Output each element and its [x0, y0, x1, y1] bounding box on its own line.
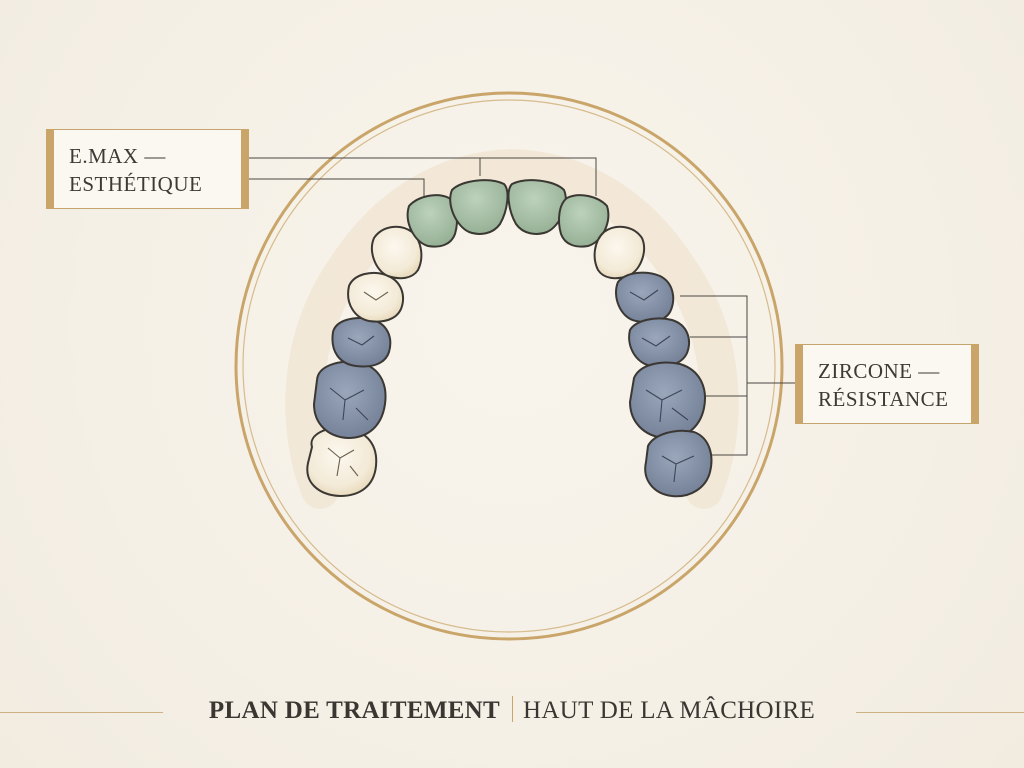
tooth-right-molar-1[interactable] — [313, 360, 387, 439]
tooth-left-molar-2[interactable] — [644, 429, 713, 498]
footer-title-bold: PLAN DE TRAITEMENT — [208, 697, 501, 724]
zircone-label-line1: ZIRCONE — — [818, 359, 940, 383]
tooth-right-central-incisor[interactable] — [449, 179, 509, 235]
zircone-label-line2: RÉSISTANCE — [818, 387, 949, 411]
tooth-right-canine[interactable] — [370, 225, 423, 280]
tooth-right-premolar-1[interactable] — [347, 271, 405, 323]
zircone-connector-lines — [680, 295, 795, 456]
tooth-left-canine[interactable] — [593, 225, 646, 280]
tooth-left-molar-1[interactable] — [629, 361, 706, 440]
tooth-left-premolar-2[interactable] — [628, 317, 691, 368]
footer-rule-left — [0, 712, 163, 713]
footer-title: PLAN DE TRAITEMENT HAUT DE LA MÂCHOIRE — [0, 696, 1024, 725]
emax-label-line1: E.MAX — — [69, 144, 166, 168]
tooth-right-lateral-incisor[interactable] — [406, 194, 458, 248]
emax-label: E.MAX — ESTHÉTIQUE — [46, 129, 249, 209]
footer-separator — [512, 696, 514, 722]
emax-label-line2: ESTHÉTIQUE — [69, 172, 203, 196]
emax-connector-lines — [249, 157, 597, 200]
footer-title-rest: HAUT DE LA MÂCHOIRE — [523, 697, 816, 724]
tooth-left-premolar-1[interactable] — [615, 271, 675, 324]
footer: PLAN DE TRAITEMENT HAUT DE LA MÂCHOIRE — [0, 690, 1024, 734]
tooth-left-central-incisor[interactable] — [507, 179, 567, 235]
tooth-left-lateral-incisor[interactable] — [558, 194, 610, 248]
footer-rule-right — [856, 712, 1024, 713]
zircone-label: ZIRCONE — RÉSISTANCE — [795, 344, 979, 424]
tooth-right-premolar-2[interactable] — [331, 317, 392, 368]
gold-ring — [234, 91, 784, 641]
gum-outline — [285, 148, 739, 509]
teeth-group — [306, 179, 713, 498]
